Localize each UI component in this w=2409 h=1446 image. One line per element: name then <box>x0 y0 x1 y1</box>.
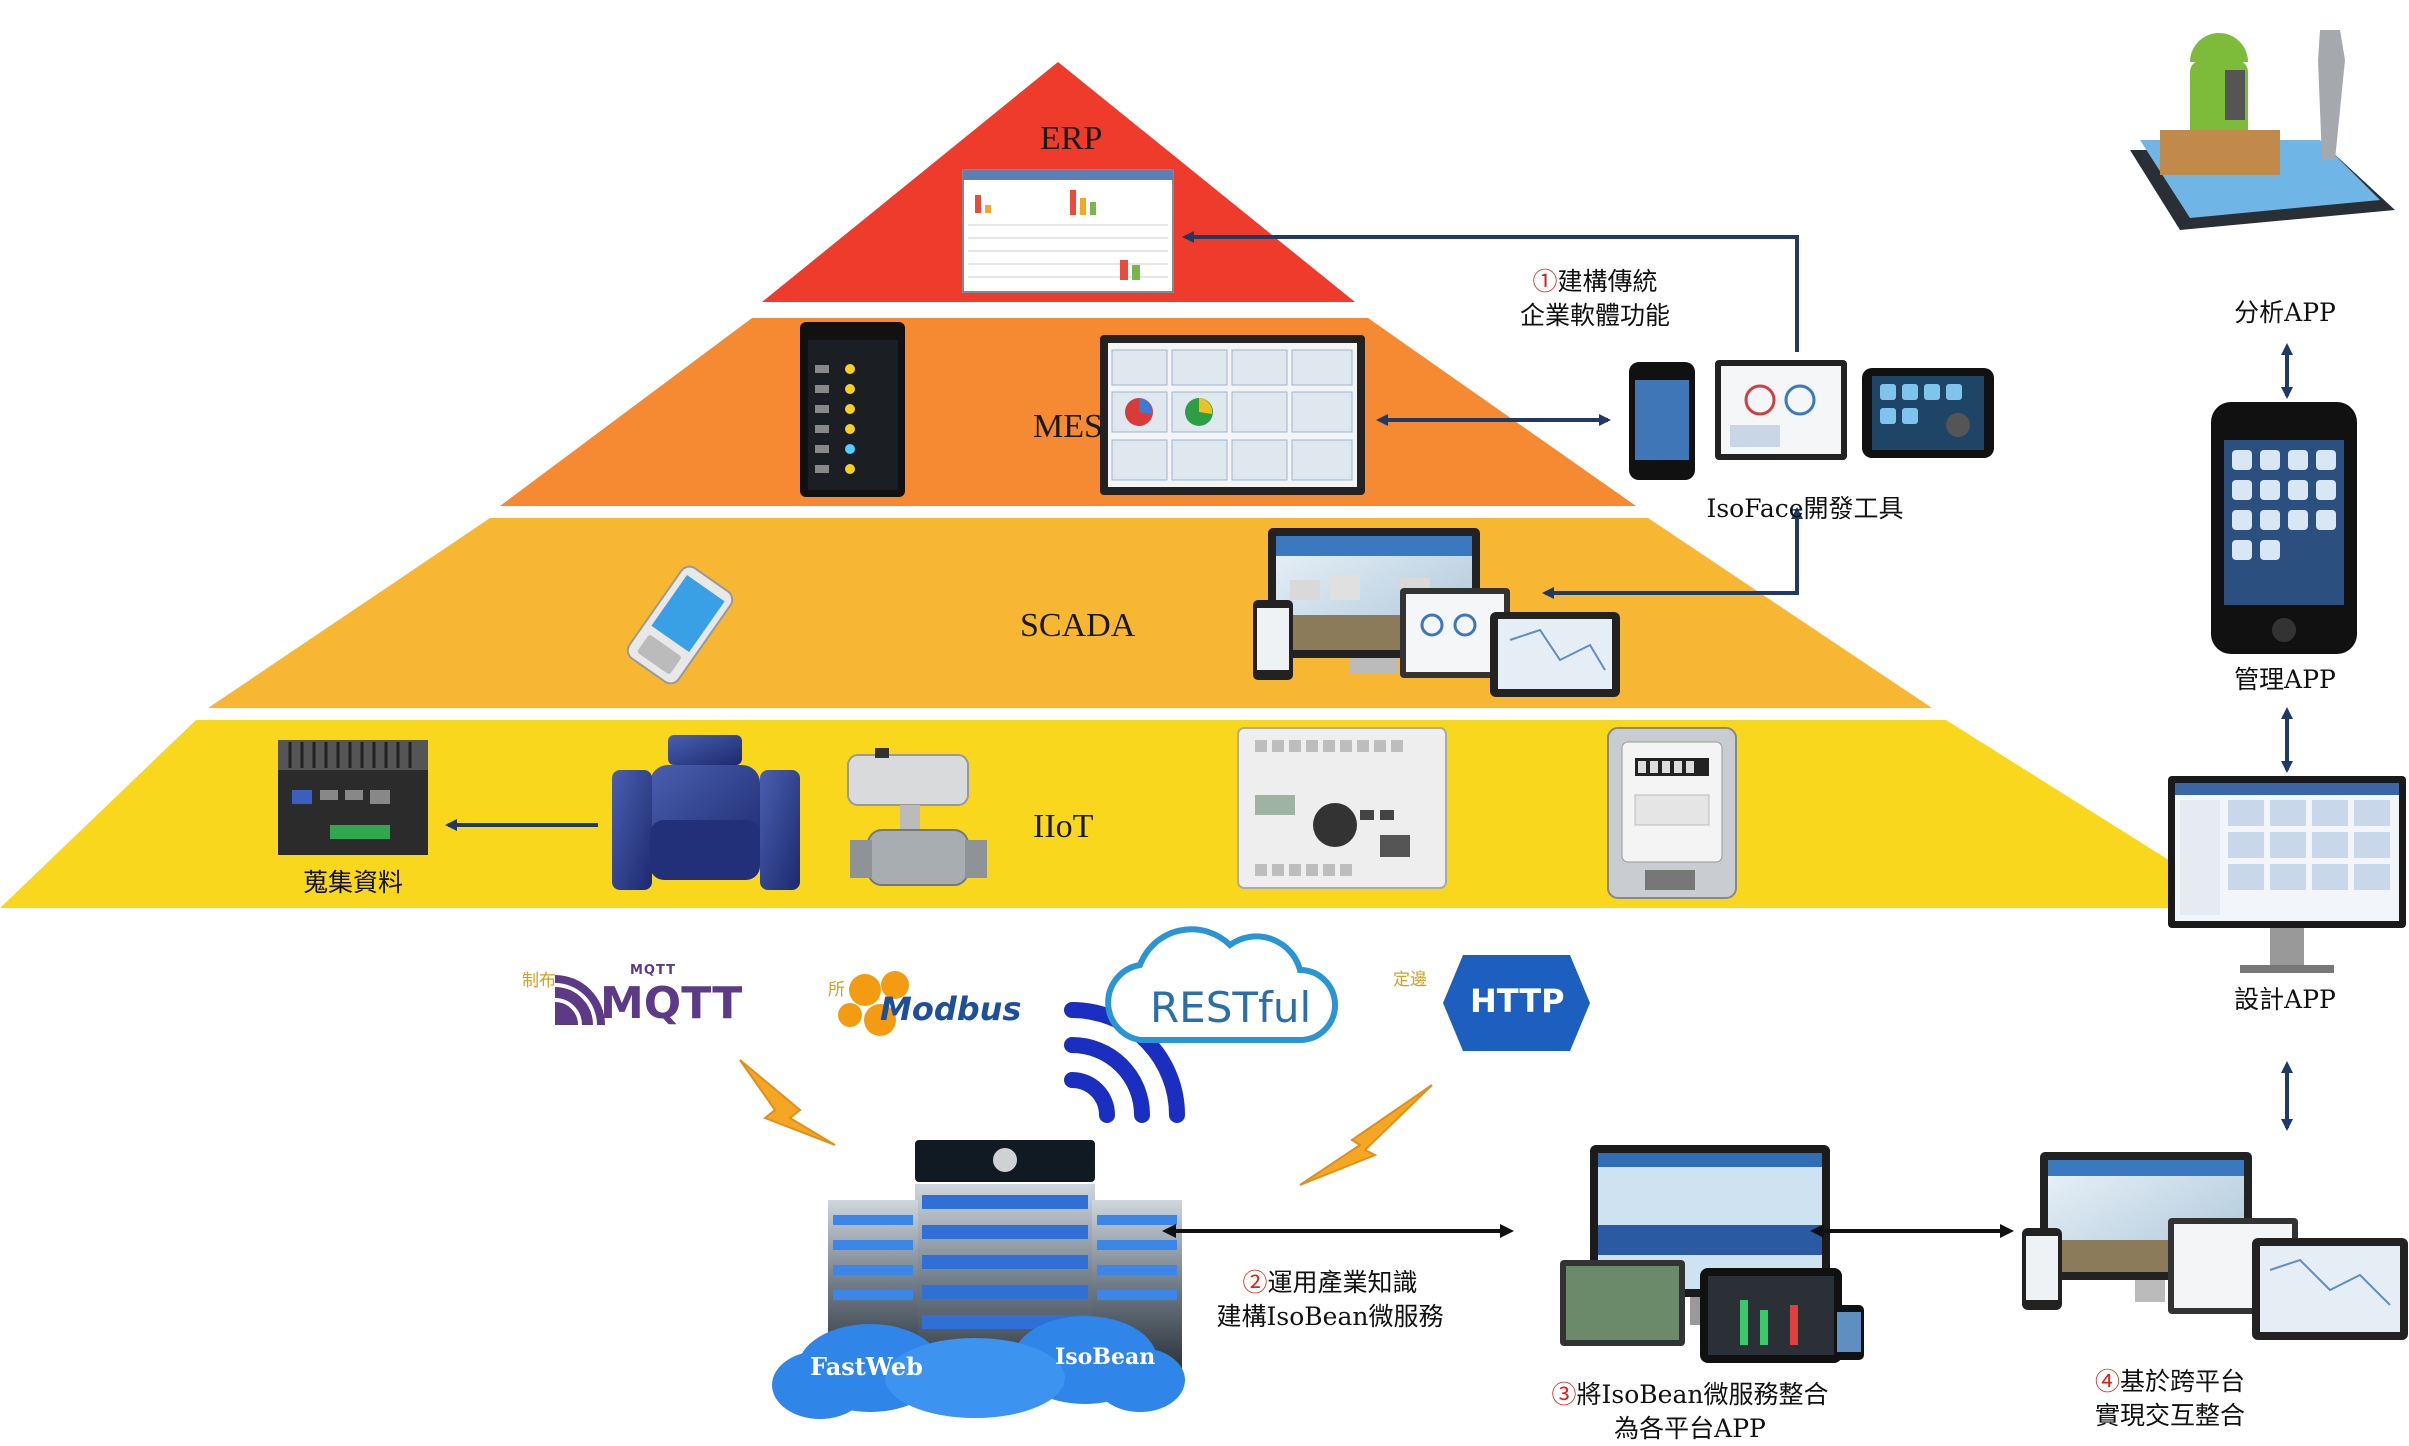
step4-line1: 基於跨平台 <box>2120 1367 2246 1396</box>
connector-arrows <box>445 231 2293 1131</box>
android-tools-icon <box>2130 30 2395 230</box>
step4-caption: ④基於跨平台 實現交互整合 <box>2060 1365 2280 1433</box>
design-monitor-icon <box>2168 776 2406 973</box>
step4-devices-icon <box>2022 1152 2408 1340</box>
layer-label-mes: MES <box>1033 408 1103 445</box>
plc-controller-icon <box>1237 727 1447 889</box>
lightning-left-icon <box>739 1059 836 1146</box>
mqtt-logo-text: MQTT <box>600 978 743 1029</box>
control-valve-icon <box>612 735 800 890</box>
modbus-logo-mark <box>838 971 909 1036</box>
http-badge-shape <box>1443 955 1590 1051</box>
design-app-caption: 設計APP <box>2234 985 2336 1014</box>
protocol-small-text-2: 所 <box>828 980 845 1000</box>
restful-cloud-shape <box>1105 926 1338 1043</box>
collect-data-caption: 蒐集資料 <box>302 868 403 897</box>
protocol-small-text-1: 制布 <box>522 971 556 991</box>
isobean-label: IsoBean <box>1055 1344 1156 1370</box>
cross-platform-devices-icon <box>1560 1145 1864 1363</box>
step2-caption: ②運用產業知識 建構IsoBean微服務 <box>1200 1266 1460 1334</box>
step4-line2: 實現交互整合 <box>2094 1401 2245 1430</box>
step2-line1: 運用產業知識 <box>1267 1268 1418 1297</box>
handheld-device-icon <box>626 565 734 685</box>
scada-multi-device-icon <box>1253 528 1620 697</box>
layer-label-iiot: IIoT <box>1033 808 1094 845</box>
restful-logo-text: RESTful <box>1150 983 1312 1032</box>
mqtt-logo-subtext: MQTT <box>630 963 677 978</box>
layer-label-scada: SCADA <box>1020 607 1136 644</box>
manage-app-caption: 管理APP <box>2234 665 2336 694</box>
step2-number: ② <box>1242 1268 1268 1297</box>
industrial-pc-icon <box>278 740 428 855</box>
smartphone-icon <box>2211 402 2357 654</box>
arrow-isoface-to-scada <box>1542 552 1799 599</box>
arrow-isoface-to-erp <box>1182 231 1799 352</box>
protocol-small-text-3: 定邊 <box>1393 970 1427 990</box>
mes-dashboard-icon <box>1100 335 1365 495</box>
mes-lighting-panel-icon <box>800 322 905 497</box>
http-logo-text: HTTP <box>1470 982 1565 1020</box>
step1-line1: 建構傳統 <box>1557 267 1658 296</box>
step1-line2: 企業軟體功能 <box>1519 301 1670 330</box>
step4-number: ④ <box>2094 1367 2120 1396</box>
ball-valve-actuator-icon <box>847 748 987 886</box>
fastweb-label: FastWeb <box>810 1352 923 1381</box>
step3-line2: 為各平台APP <box>1614 1414 1766 1443</box>
step3-caption: ③將IsoBean微服務整合 為各平台APP <box>1540 1378 1840 1446</box>
modbus-logo-text: Modbus <box>880 990 1022 1028</box>
step3-line1: 將IsoBean微服務整合 <box>1576 1380 1829 1409</box>
step1-caption: ①建構傳統 企業軟體功能 <box>1490 265 1700 333</box>
erp-screen-icon <box>962 169 1174 293</box>
mqtt-logo-mark <box>554 975 605 1026</box>
step3-number: ③ <box>1551 1380 1577 1409</box>
energy-meter-icon <box>1607 727 1737 899</box>
lightning-right-icon <box>1299 1084 1433 1186</box>
step2-line2: 建構IsoBean微服務 <box>1216 1302 1444 1331</box>
isoface-caption: IsoFace開發工具 <box>1706 494 1904 523</box>
layer-label-erp: ERP <box>1040 120 1103 157</box>
analysis-app-caption: 分析APP <box>2234 298 2336 327</box>
isoface-devices-icon <box>1629 360 1994 480</box>
step1-number: ① <box>1532 267 1558 296</box>
